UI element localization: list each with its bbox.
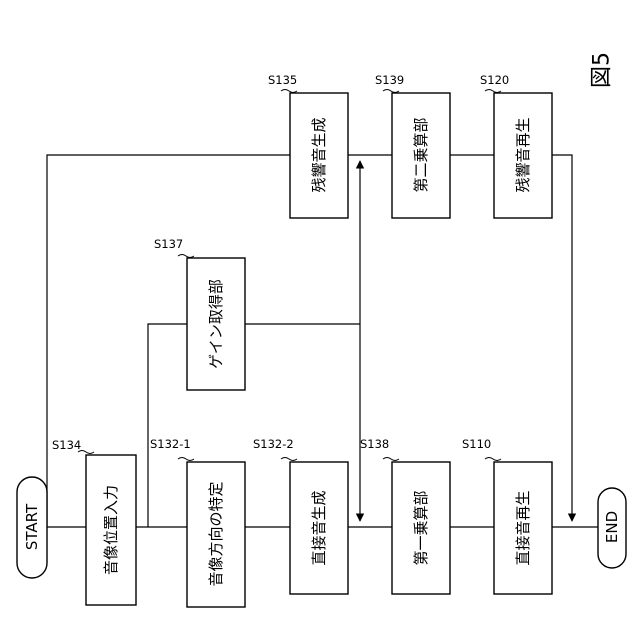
block-s139: 第二乗算部 S139	[375, 73, 450, 218]
line-s120-to-end	[552, 155, 572, 521]
step-leader-s132-1	[178, 458, 194, 461]
step-leader-s132-2	[281, 458, 297, 461]
block-s138: 第一乗算部 S138	[360, 437, 450, 594]
line-s132-1-to-s137	[148, 324, 187, 527]
block-s120-label: 残響音再生	[514, 117, 532, 192]
step-s137: S137	[154, 237, 183, 251]
step-leader-s120	[485, 90, 501, 93]
block-s132-2-label: 直接音生成	[310, 490, 328, 565]
block-s137: ゲイン取得部 S137	[154, 237, 245, 390]
step-s110: S110	[462, 437, 491, 451]
step-leader-s137	[178, 255, 194, 258]
step-s132-1: S132-1	[150, 437, 191, 451]
end-label: END	[603, 511, 621, 543]
block-s137-label: ゲイン取得部	[207, 279, 225, 369]
block-s139-label: 第二乗算部	[412, 117, 430, 192]
step-leader-s135	[281, 90, 297, 93]
step-s134: S134	[52, 438, 81, 452]
end-terminal: END	[598, 488, 626, 568]
step-s135: S135	[268, 73, 297, 87]
step-leader-s138	[383, 458, 399, 461]
step-s139: S139	[375, 73, 404, 87]
block-s138-label: 第一乗算部	[412, 490, 430, 565]
block-s134: 音像位置入力 S134	[52, 438, 136, 605]
step-leader-s139	[383, 90, 399, 93]
step-s132-2: S132-2	[253, 437, 294, 451]
start-terminal: START	[17, 477, 47, 578]
line-start-to-s135	[47, 155, 290, 527]
block-s120: 残響音再生 S120	[480, 73, 552, 218]
step-s138: S138	[360, 437, 389, 451]
figure-label: 図5	[590, 52, 615, 88]
block-s134-label: 音像位置入力	[102, 485, 120, 575]
block-s135-label: 残響音生成	[310, 117, 328, 192]
block-s135: 残響音生成 S135	[268, 73, 348, 218]
block-s110-label: 直接音再生	[514, 490, 532, 565]
step-leader-s110	[485, 458, 501, 461]
block-s132-2: 直接音生成 S132-2	[253, 437, 348, 594]
block-s110: 直接音再生 S110	[462, 437, 552, 594]
step-s120: S120	[480, 73, 509, 87]
start-label: START	[23, 503, 41, 550]
block-s132-1-label: 音像方向の特定	[207, 481, 225, 586]
block-s132-1: 音像方向の特定 S132-1	[150, 437, 245, 607]
